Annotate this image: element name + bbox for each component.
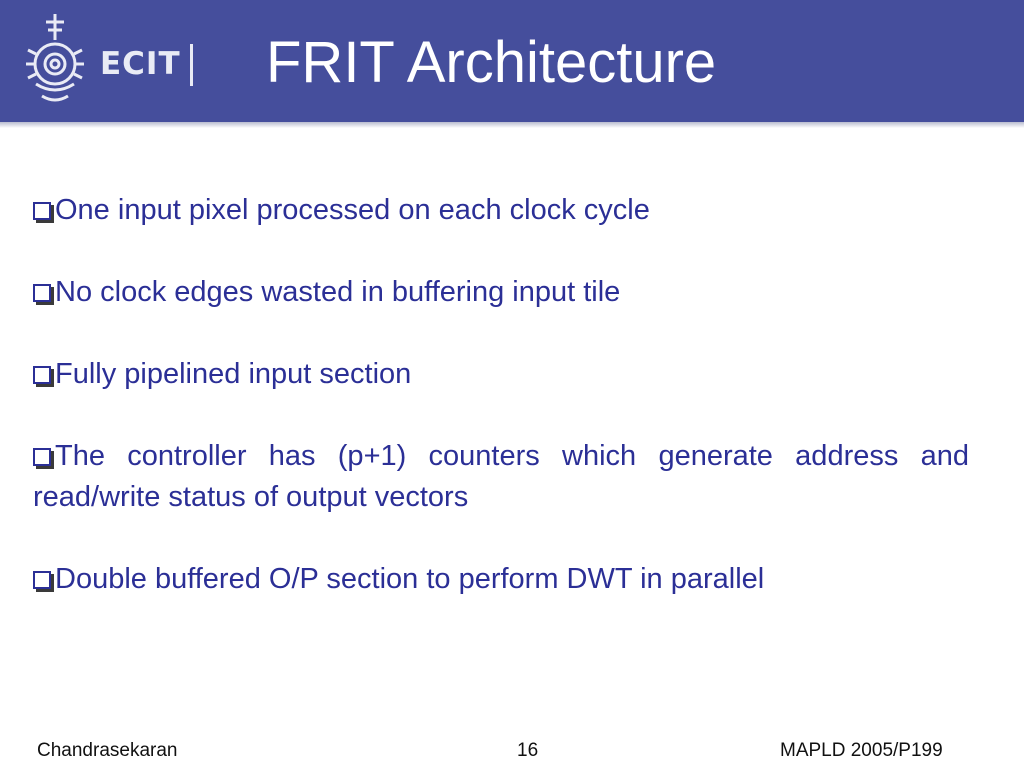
bullet-item: One input pixel processed on each clock … (33, 190, 969, 231)
bullet-text: No clock edges wasted in buffering input… (55, 276, 621, 308)
header-shadow (0, 122, 1024, 128)
header-bar: ECIT FRIT Architecture (0, 0, 1024, 122)
bullet-list: One input pixel processed on each clock … (33, 190, 969, 641)
bullet-item: No clock edges wasted in buffering input… (33, 272, 969, 313)
bullet-text: The controller has (p+1) counters which … (33, 440, 969, 513)
bullet-item: Double buffered O/P section to perform D… (33, 559, 969, 600)
footer-author: Chandrasekaran (37, 740, 178, 761)
checkbox-icon (33, 366, 51, 384)
footer-page-number: 16 (517, 740, 539, 761)
footer-conference: MAPLD 2005/P199 (780, 740, 943, 761)
bullet-text: One input pixel processed on each clock … (55, 194, 650, 226)
checkbox-icon (33, 202, 51, 220)
checkbox-icon (33, 448, 51, 466)
logo-divider (190, 44, 193, 86)
bullet-item: The controller has (p+1) counters which … (33, 436, 969, 518)
bullet-item: Fully pipelined input section (33, 354, 969, 395)
logo-text: ECIT (100, 46, 181, 82)
slide-title: FRIT Architecture (266, 30, 717, 95)
checkbox-icon (33, 284, 51, 302)
ecit-logo-icon (26, 14, 84, 102)
checkbox-icon (33, 571, 51, 589)
bullet-text: Fully pipelined input section (55, 358, 412, 390)
bullet-text: Double buffered O/P section to perform D… (55, 563, 765, 595)
